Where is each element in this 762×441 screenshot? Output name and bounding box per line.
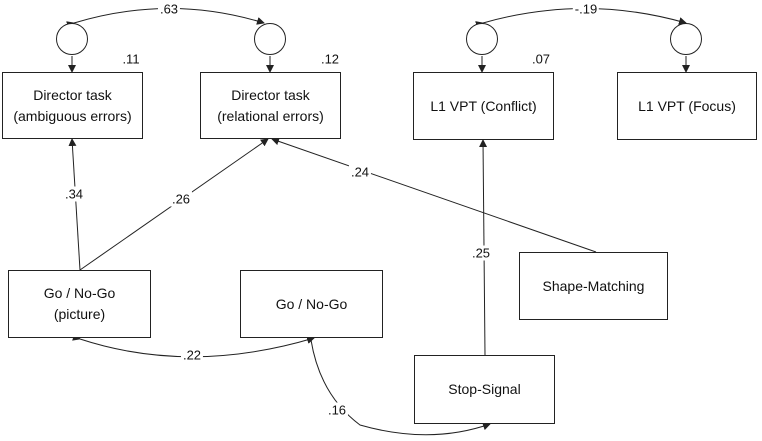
error-term-circle-director-ambiguous [56,23,88,55]
box-l1vpt-conflict: L1 VPT (Conflict) [413,72,554,140]
box-label-line1: L1 VPT (Conflict) [430,97,537,114]
correlation-label-director-tasks: .63 [157,1,181,17]
correlation-label-gonogo-stopsignal: .16 [325,402,349,418]
box-label-line1: Go / No-Go [43,285,116,301]
box-label-line1: Stop-Signal [448,381,521,397]
error-term-circle-l1vpt-focus [670,23,702,55]
box-label-line1: Director task [231,86,310,103]
residual-variance-director-relational: .12 [320,51,340,67]
path-coefficient-stop-signal-to-conflict: .25 [469,245,493,261]
path-coefficient-gonogo-picture-to-ambiguous: .34 [62,186,86,202]
box-director-task-ambiguous: Director task (ambiguous errors) [2,72,143,139]
residual-variance-l1vpt-conflict: .07 [531,51,551,67]
path-shape-matching-to-relational [271,137,597,253]
box-label-line1: L1 VPT (Focus) [638,97,736,114]
correlation-label-gonogo-picture-gonogo: .22 [180,347,204,363]
box-label-line2: (picture) [53,306,106,322]
covariance-arc-gonogo-stopsignal [305,332,491,436]
box-gonogo: Go / No-Go [240,270,383,338]
box-label-line1: Shape-Matching [542,277,645,294]
box-stop-signal: Stop-Signal [414,355,555,424]
error-term-circle-l1vpt-conflict [466,23,498,55]
box-label-line1: Director task [33,86,112,103]
error-term-circle-director-relational [254,23,286,55]
box-shape-matching: Shape-Matching [519,252,668,320]
box-label-line2: (ambiguous errors) [13,107,132,124]
correlation-label-l1vpt-tasks: -.19 [572,1,600,17]
path-coefficient-shape-matching-to-relational: .24 [348,164,372,180]
box-label-line1: Go / No-Go [275,295,348,312]
box-gonogo-picture: Go / No-Go (picture) [8,270,151,338]
residual-variance-director-ambiguous: .11 [122,51,140,67]
box-l1vpt-focus: L1 VPT (Focus) [617,72,757,140]
path-coefficient-gonogo-picture-to-relational: .26 [169,191,193,207]
box-director-task-relational: Director task (relational errors) [200,72,341,139]
path-gonogo-picture-to-ambiguous [68,138,81,271]
box-label-line2: (relational errors) [217,107,324,124]
